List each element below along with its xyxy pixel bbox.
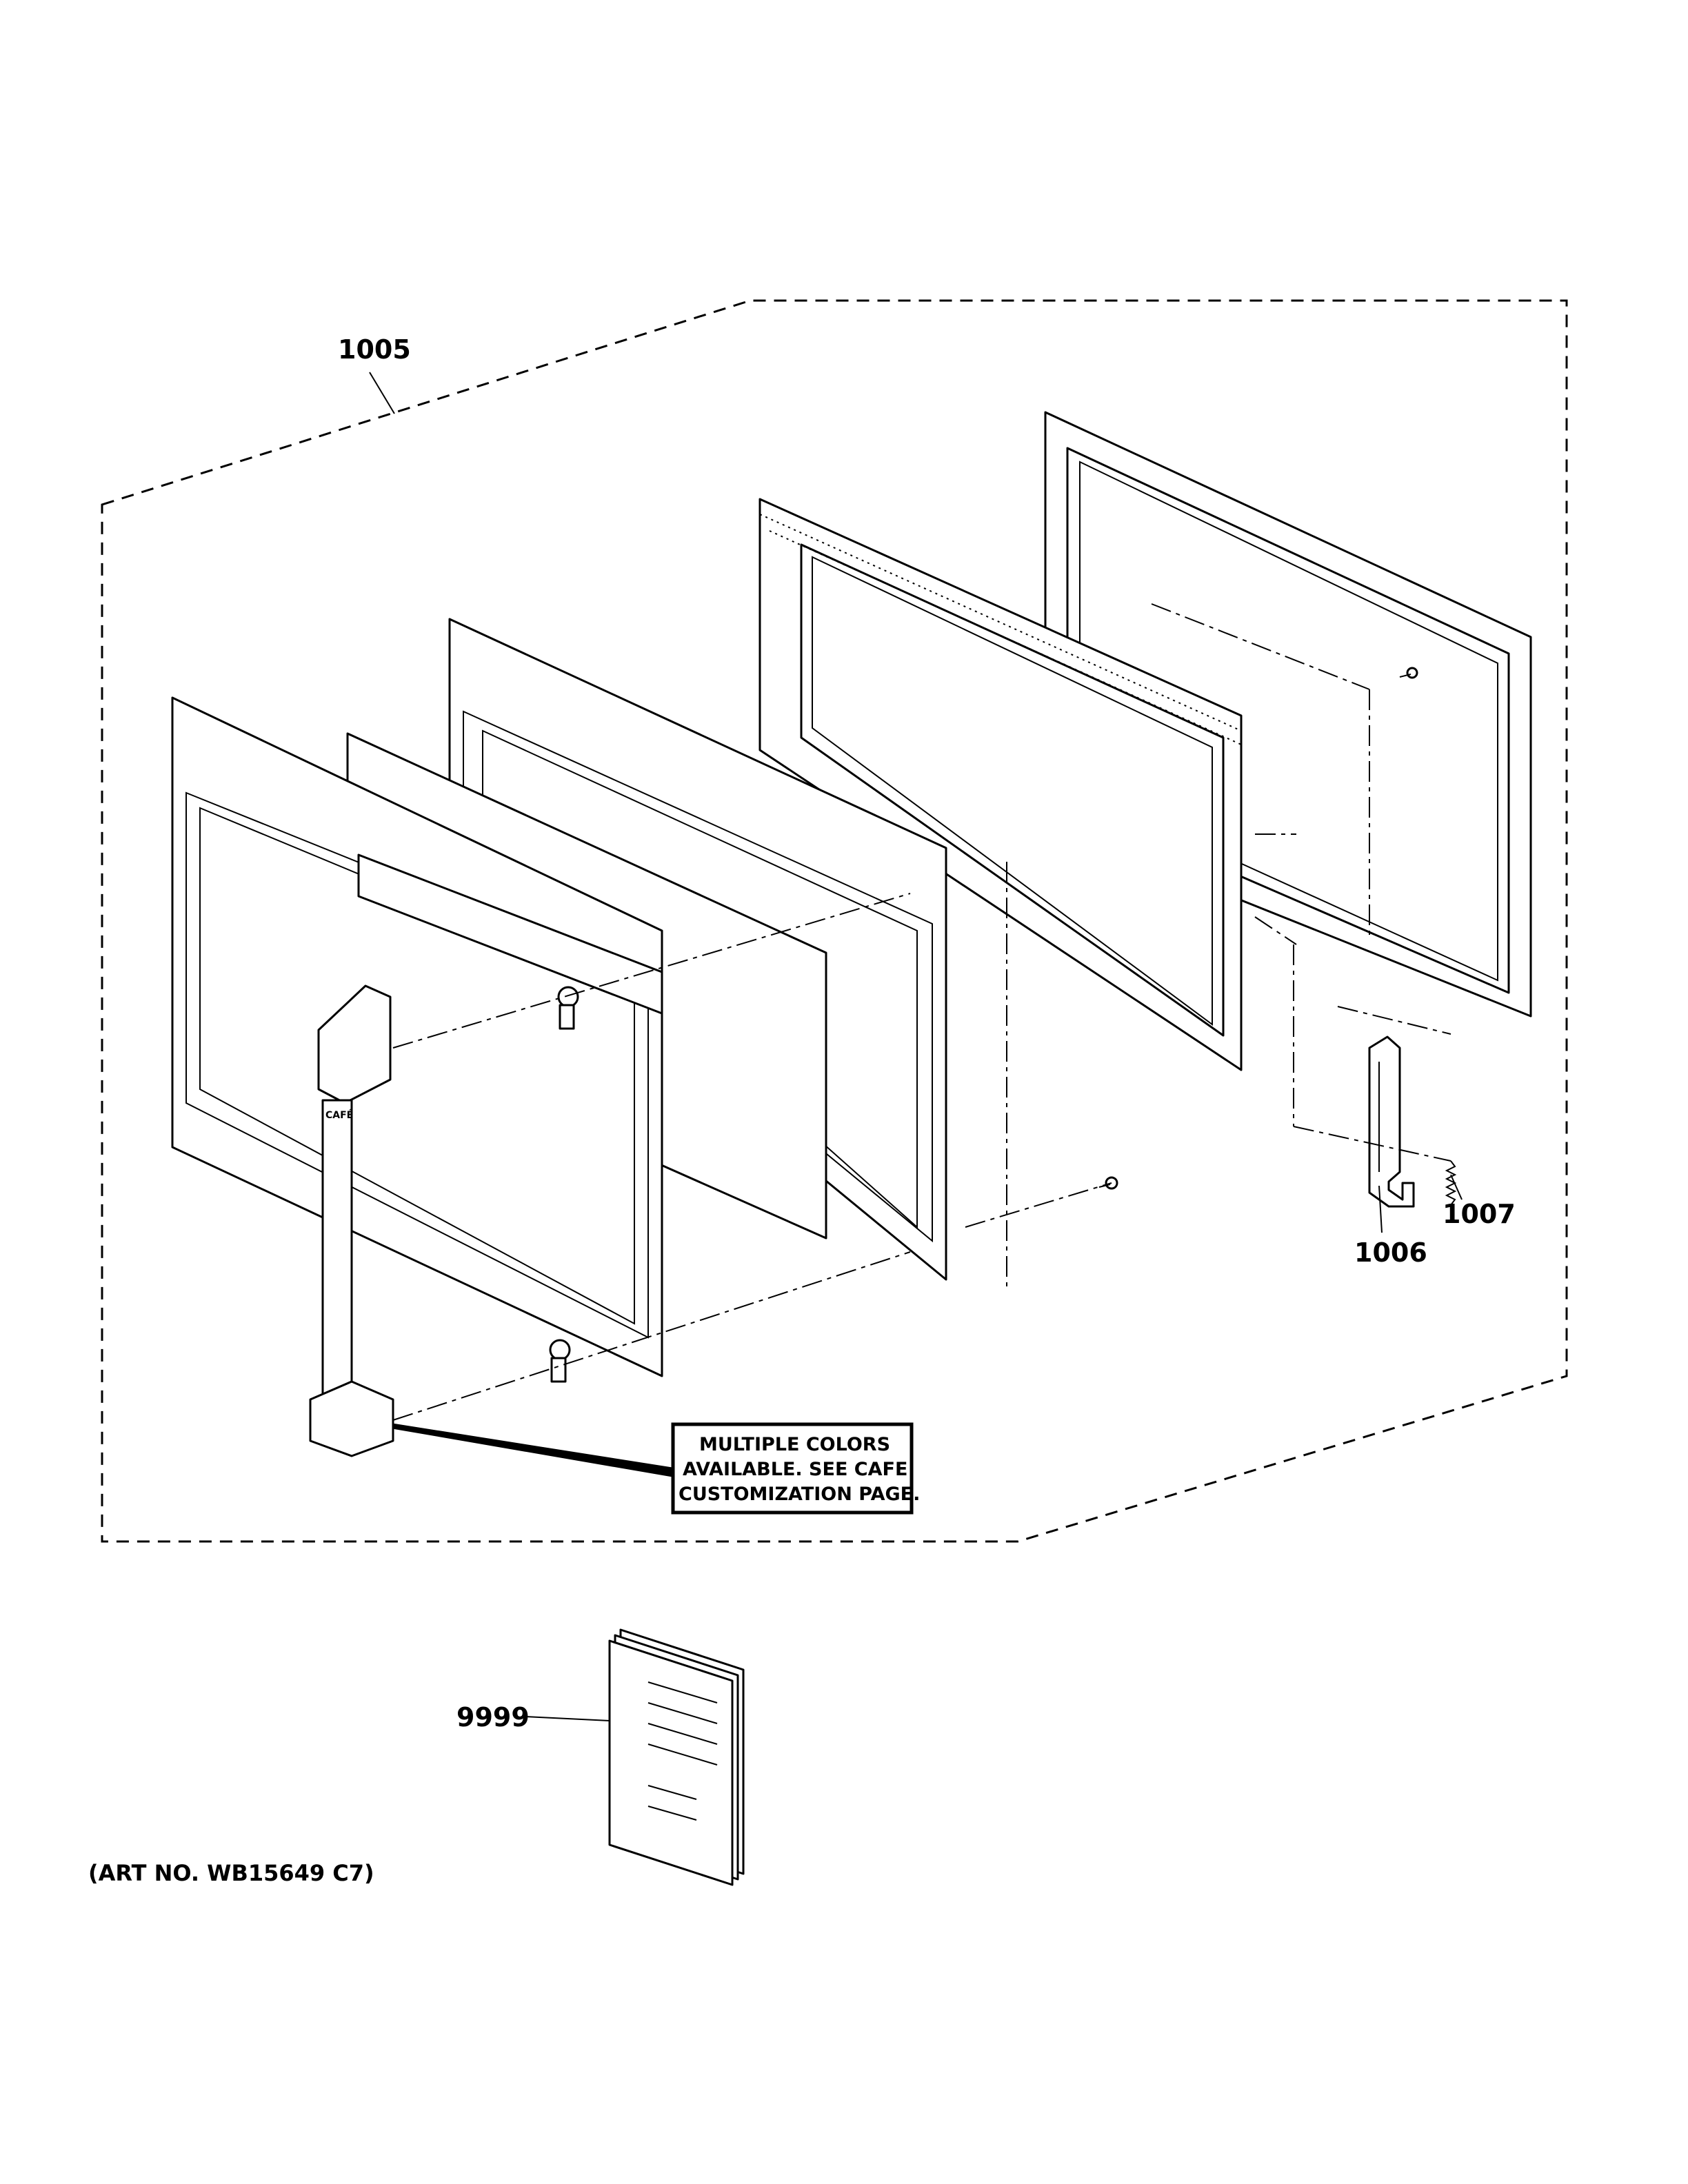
- leader-1005: [369, 372, 395, 414]
- inner-door-frame: [758, 498, 1243, 1071]
- handle-logo: CAFÉ: [325, 1109, 353, 1121]
- note-line-1: MULTIPLE COLORS: [699, 1434, 890, 1455]
- small-screw-upper: [1399, 667, 1418, 679]
- color-note-box: MULTIPLE COLORS AVAILABLE. SEE CAFE CUST…: [671, 1422, 920, 1515]
- alignment-lines: [392, 603, 1451, 1421]
- owners-manual: [608, 1628, 745, 1886]
- note-leader: [394, 1423, 675, 1478]
- door-latch: [1368, 1035, 1415, 1208]
- leader-1007: [1450, 1174, 1463, 1200]
- shoulder-screw-upper: [557, 986, 579, 1030]
- small-screw-lower: [1098, 1176, 1118, 1190]
- leader-1006: [1378, 1185, 1383, 1233]
- assembly-boundary: [101, 299, 1568, 1543]
- art-number: (ART NO. WB15649 C7): [88, 1860, 374, 1886]
- note-line-3: CUSTOMIZATION PAGE.: [679, 1484, 920, 1505]
- note-line-2: AVAILABLE. SEE CAFE: [683, 1459, 907, 1480]
- callout-1007: 1007: [1443, 1199, 1516, 1229]
- door-handle: CAFÉ: [309, 984, 394, 1457]
- shoulder-screw-lower: [549, 1339, 571, 1383]
- front-door-panel: [171, 696, 663, 1377]
- leader-9999: [525, 1716, 610, 1721]
- callout-9999: 9999: [456, 1702, 530, 1732]
- callout-1006: 1006: [1354, 1237, 1427, 1268]
- callout-1005: 1005: [338, 334, 411, 365]
